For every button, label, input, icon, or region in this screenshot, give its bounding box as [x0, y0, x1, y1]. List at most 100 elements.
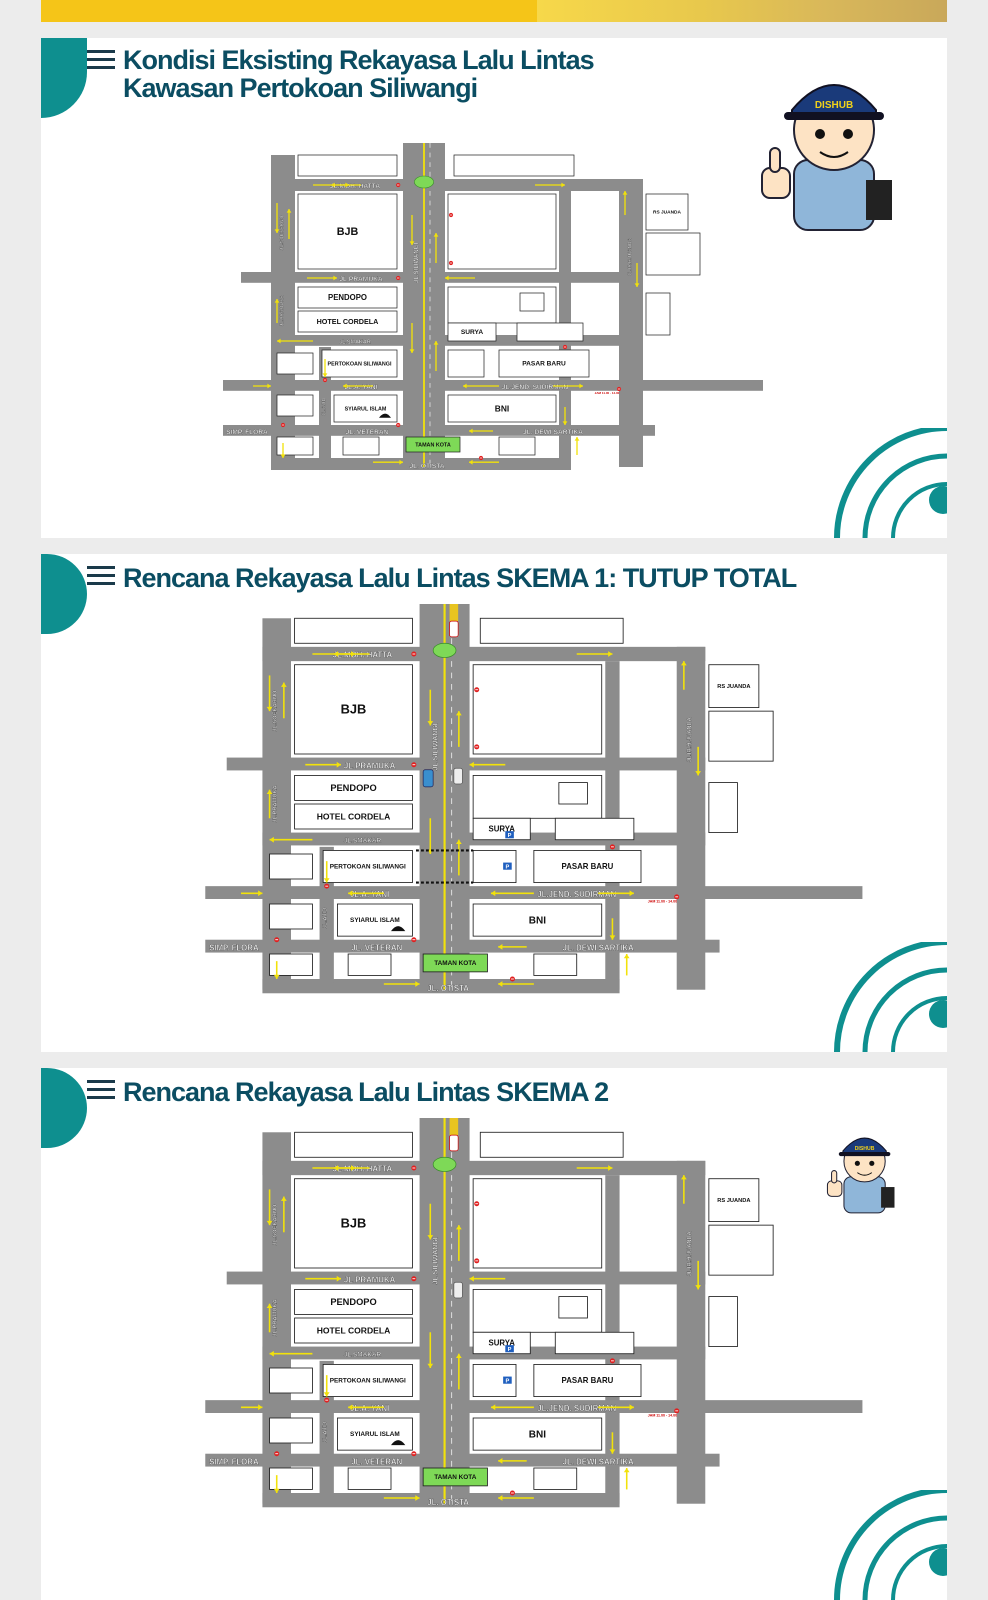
- street-label: JL.A. YANI: [350, 1404, 389, 1413]
- building-pertokoan-label: PERTOKOAN SILIWANGI: [330, 1378, 406, 1385]
- traffic-arrow-head: [491, 890, 496, 897]
- road-veteran: [205, 939, 720, 953]
- building-small-3: [269, 1467, 313, 1490]
- building-rs-juanda-label: RS JUANDA: [717, 684, 750, 690]
- street-label: JL. VETERAN: [351, 943, 402, 952]
- building-bni-label: BNI: [529, 1429, 546, 1440]
- car-icon: [449, 620, 459, 638]
- street-label: JL.PRAMUKA: [273, 1299, 279, 1336]
- building-pasar-baru-label: PASAR BARU: [522, 361, 566, 368]
- building-bjb-label: BJB: [341, 1216, 367, 1231]
- traffic-arrow-head: [269, 1350, 274, 1357]
- dishub-mascot: DISHUB: [754, 50, 904, 240]
- building-small-1: [269, 853, 313, 880]
- traffic-arrow-head: [498, 981, 503, 987]
- traffic-arrow-head: [427, 1235, 434, 1240]
- traffic-arrow-head: [273, 974, 280, 979]
- traffic-arrow-head: [491, 1404, 496, 1411]
- mascot-baton: [866, 180, 892, 220]
- title-line-2: Kawasan Pertokoan Siliwangi: [123, 73, 478, 103]
- mascot-cap-label: DISHUB: [815, 100, 853, 111]
- building-east: [554, 1331, 635, 1355]
- building-top-right: [453, 154, 575, 177]
- building-pertokoan-label: PERTOKOAN SILIWANGI: [328, 361, 392, 367]
- slide-title: Rencana Rekayasa Lalu Lintas SKEMA 2: [123, 1078, 609, 1106]
- traffic-arrow-head: [269, 836, 274, 843]
- traffic-arrow-head: [623, 954, 630, 959]
- building-syiarul-label: SYIARUL ISLAM: [345, 406, 387, 412]
- traffic-arrow-head: [634, 283, 640, 287]
- road-otista: [271, 458, 571, 470]
- traffic-arrow-head: [579, 383, 583, 389]
- mascot-thumb: [831, 1170, 838, 1184]
- street-label: JL.PRAMUKA: [344, 761, 396, 770]
- road-a-yani: [205, 886, 863, 899]
- traffic-arrow-head: [469, 761, 474, 768]
- traffic-arrow-head: [456, 711, 462, 716]
- slide-scheme-1: Rencana Rekayasa Lalu Lintas SKEMA 1: TU…: [41, 554, 947, 1052]
- traffic-arrow-head: [331, 182, 335, 188]
- building-block-a: [447, 193, 557, 270]
- traffic-arrow-head: [258, 890, 263, 897]
- traffic-arrow-head: [258, 1404, 263, 1411]
- street-label: JL.AJID: [323, 908, 329, 929]
- traffic-arrow-head: [273, 1488, 280, 1493]
- building-small-2: [269, 903, 313, 930]
- traffic-arrow-head: [608, 1165, 613, 1171]
- building-top-left: [294, 1131, 413, 1158]
- street-label: JL. VETERAN: [346, 429, 389, 436]
- car-icon: [453, 767, 463, 785]
- traffic-arrow-head: [445, 275, 449, 281]
- building-top-left: [297, 154, 398, 177]
- traffic-arrow-head: [469, 459, 473, 465]
- street-label: JL.SOEKARNO: [279, 215, 285, 250]
- street-label: JL.SILIWANGI: [431, 723, 439, 771]
- building-small-1: [276, 352, 314, 375]
- traffic-arrow-head: [681, 661, 687, 666]
- street-label: JL. OTISTA: [409, 463, 444, 470]
- building-far-right-2: [645, 292, 671, 336]
- building-inner: [558, 1296, 588, 1319]
- building-rs-juanda-label: RS JUANDA: [717, 1198, 750, 1204]
- parking-label: P: [508, 833, 512, 839]
- traffic-arrow-head: [333, 1165, 339, 1171]
- building-far-right-2: [708, 1296, 738, 1347]
- traffic-arrow-head: [274, 229, 280, 233]
- mascot-eye: [843, 129, 853, 139]
- building-hotel: [297, 310, 398, 333]
- traffic-arrow-head: [463, 383, 467, 389]
- traffic-arrow-head: [266, 706, 273, 712]
- street-label: SIMP. FLORA: [209, 1457, 259, 1466]
- street-label: JL.PRAMUKA: [344, 1275, 396, 1284]
- building-small-4: [347, 1467, 392, 1490]
- street-label: JL.SOEKARNO: [273, 690, 279, 732]
- traffic-arrow-head: [266, 1303, 273, 1308]
- mascot-baton: [881, 1187, 895, 1208]
- traffic-arrow-head: [469, 428, 473, 434]
- building-pendopo-label: PENDOPO: [330, 1297, 376, 1307]
- traffic-arrow-head: [695, 1285, 701, 1290]
- building-pertokoan: [321, 349, 398, 378]
- building-rs-juanda: [708, 1178, 760, 1222]
- building-pendopo: [294, 775, 413, 801]
- building-hotel-label: HOTEL CORDELA: [317, 317, 379, 326]
- park-taman-kota: [422, 1467, 488, 1487]
- traffic-arrow-head: [695, 771, 701, 776]
- roundabout: [414, 175, 434, 189]
- parking-label: P: [506, 1378, 510, 1384]
- street-label: JL.IR.H.JUANDA: [687, 1231, 693, 1276]
- traffic-arrow-head: [609, 935, 616, 940]
- mascot-eye: [869, 1160, 875, 1166]
- traffic-arrow-head: [498, 1495, 503, 1501]
- building-far-right: [645, 232, 701, 276]
- building-parking: [447, 349, 485, 378]
- building-bni: [472, 903, 603, 937]
- street-label: JL. DEWI SARTIKA: [563, 1457, 634, 1466]
- road-veteran: [205, 1453, 720, 1467]
- barrier-sign: [449, 1118, 459, 1136]
- traffic-arrow-head: [266, 1220, 273, 1226]
